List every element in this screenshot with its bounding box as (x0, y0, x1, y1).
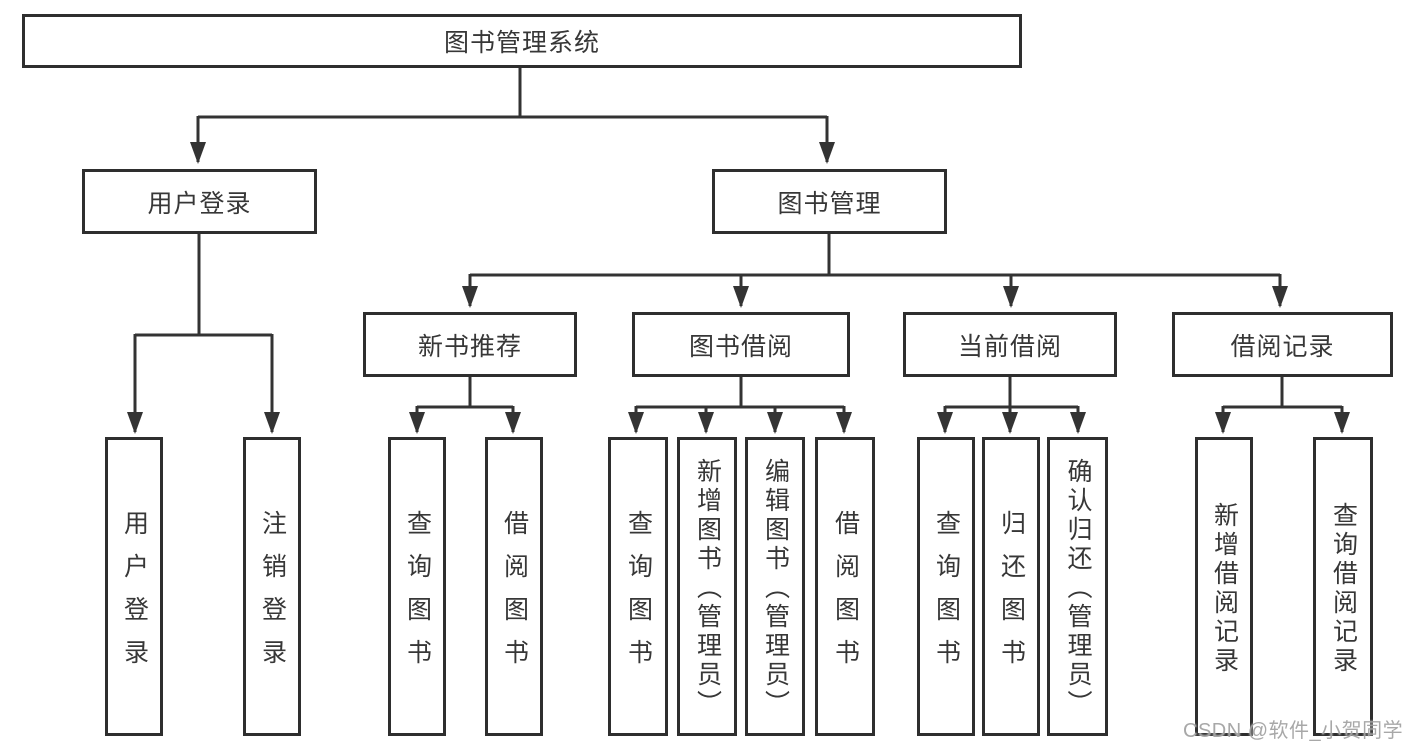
node-user-login: 用户登录 (82, 169, 317, 234)
leaf-query-borrow-record-label: 查询借阅记录 (1329, 501, 1358, 676)
node-borrow-records: 借阅记录 (1172, 312, 1393, 377)
leaf-query-borrow-record: 查询借阅记录 (1313, 437, 1373, 736)
leaf-user-login: 用户登录 (105, 437, 163, 736)
leaf-edit-book-admin: 编辑图书（管理员） (745, 437, 805, 736)
leaf-user-login-label: 用户登录 (120, 509, 149, 682)
leaf-return-book-label: 归还图书 (997, 509, 1026, 682)
node-new-book-recommend: 新书推荐 (363, 312, 577, 377)
leaf-query-books-3: 查询图书 (917, 437, 975, 736)
leaf-query-books-1: 查询图书 (388, 437, 446, 736)
node-book-management: 图书管理 (712, 169, 947, 234)
leaf-confirm-return-admin-label: 确认归还（管理员） (1064, 458, 1092, 719)
node-current-borrow: 当前借阅 (903, 312, 1117, 377)
leaf-edit-book-admin-label: 编辑图书（管理员） (761, 458, 790, 719)
leaf-add-book-admin-label: 新增图书（管理员） (693, 458, 722, 719)
leaf-add-book-admin: 新增图书（管理员） (677, 437, 737, 736)
node-book-borrow: 图书借阅 (632, 312, 850, 377)
leaf-borrow-books-2: 借阅图书 (815, 437, 875, 736)
leaf-confirm-return-admin: 确认归还（管理员） (1047, 437, 1108, 736)
leaf-query-books-2: 查询图书 (608, 437, 668, 736)
leaf-borrow-books-2-label: 借阅图书 (831, 509, 860, 682)
leaf-query-books-1-label: 查询图书 (403, 509, 432, 682)
node-root-library-system: 图书管理系统 (22, 14, 1022, 68)
leaf-logout: 注销登录 (243, 437, 301, 736)
leaf-logout-label: 注销登录 (258, 509, 287, 682)
leaf-add-borrow-record: 新增借阅记录 (1195, 437, 1253, 736)
leaf-query-books-2-label: 查询图书 (624, 509, 653, 682)
watermark: CSDN @软件_小贺同学 (1183, 720, 1404, 742)
leaf-borrow-books-1: 借阅图书 (485, 437, 543, 736)
leaf-add-borrow-record-label: 新增借阅记录 (1210, 501, 1239, 676)
leaf-borrow-books-1-label: 借阅图书 (500, 509, 529, 682)
leaf-query-books-3-label: 查询图书 (932, 509, 961, 682)
leaf-return-book: 归还图书 (982, 437, 1040, 736)
